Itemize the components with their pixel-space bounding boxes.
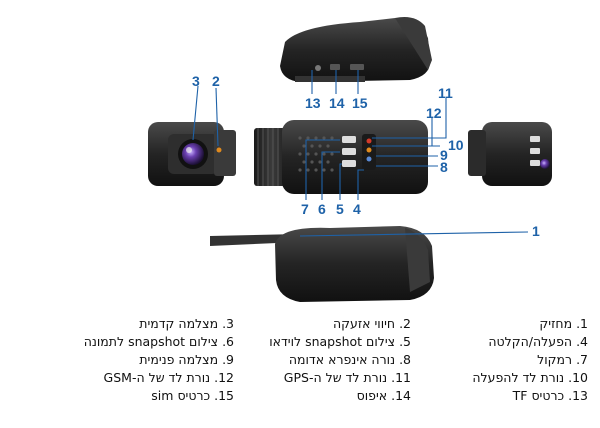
legend-item: 7. רמקול: [413, 352, 588, 368]
device-illustration: 13 14 15 3 2 7 6 5 4 11 12 10 9 8 1: [0, 0, 600, 305]
legend-item: 4. הפעלה/הקלטה: [413, 334, 588, 350]
callout-11: 11: [438, 85, 453, 101]
callout-2: 2: [212, 73, 220, 89]
callout-1: 1: [532, 223, 540, 239]
top-view-device: [280, 17, 432, 82]
callout-14: 14: [329, 95, 345, 111]
side-view-device: [468, 122, 552, 186]
callout-6: 6: [318, 201, 326, 217]
callout-8: 8: [440, 159, 448, 175]
legend-item: 5. צילום snapshot לוידאו: [236, 334, 411, 350]
legend-item: 6. צילום snapshot לתמונה: [59, 334, 234, 350]
legend-item: 13. כרטיס TF: [413, 388, 588, 404]
callout-4: 4: [353, 201, 361, 217]
legend-item: 15. כרטיס sim: [59, 388, 234, 404]
legend-item: 12. נורת לד של ה-GSM: [59, 370, 234, 386]
legend-item: 14. איפוס: [236, 388, 411, 404]
legend-item: 2. חיווי אזעקה: [236, 316, 411, 332]
callout-5: 5: [336, 201, 344, 217]
front-view-device: [148, 122, 236, 186]
rear-view-device: [254, 120, 428, 194]
callout-15: 15: [352, 95, 368, 111]
legend-item: 8. נורה אינפרא אדומה: [236, 352, 411, 368]
callout-12: 12: [426, 105, 442, 121]
legend-item: 10. נורת לד להפעלה: [413, 370, 588, 386]
callout-3: 3: [192, 73, 200, 89]
legend: 1. מחזיק 2. חיווי אזעקה 3. מצלמה קדמית 4…: [58, 316, 588, 404]
bottom-view-device: [210, 226, 434, 302]
callout-10: 10: [448, 137, 464, 153]
legend-item: 3. מצלמה קדמית: [59, 316, 234, 332]
legend-item: 1. מחזיק: [413, 316, 588, 332]
callout-13: 13: [305, 95, 321, 111]
legend-item: 9. מצלמה פנימית: [59, 352, 234, 368]
callout-7: 7: [301, 201, 309, 217]
legend-item: 11. נורת לד של ה-GPS: [236, 370, 411, 386]
